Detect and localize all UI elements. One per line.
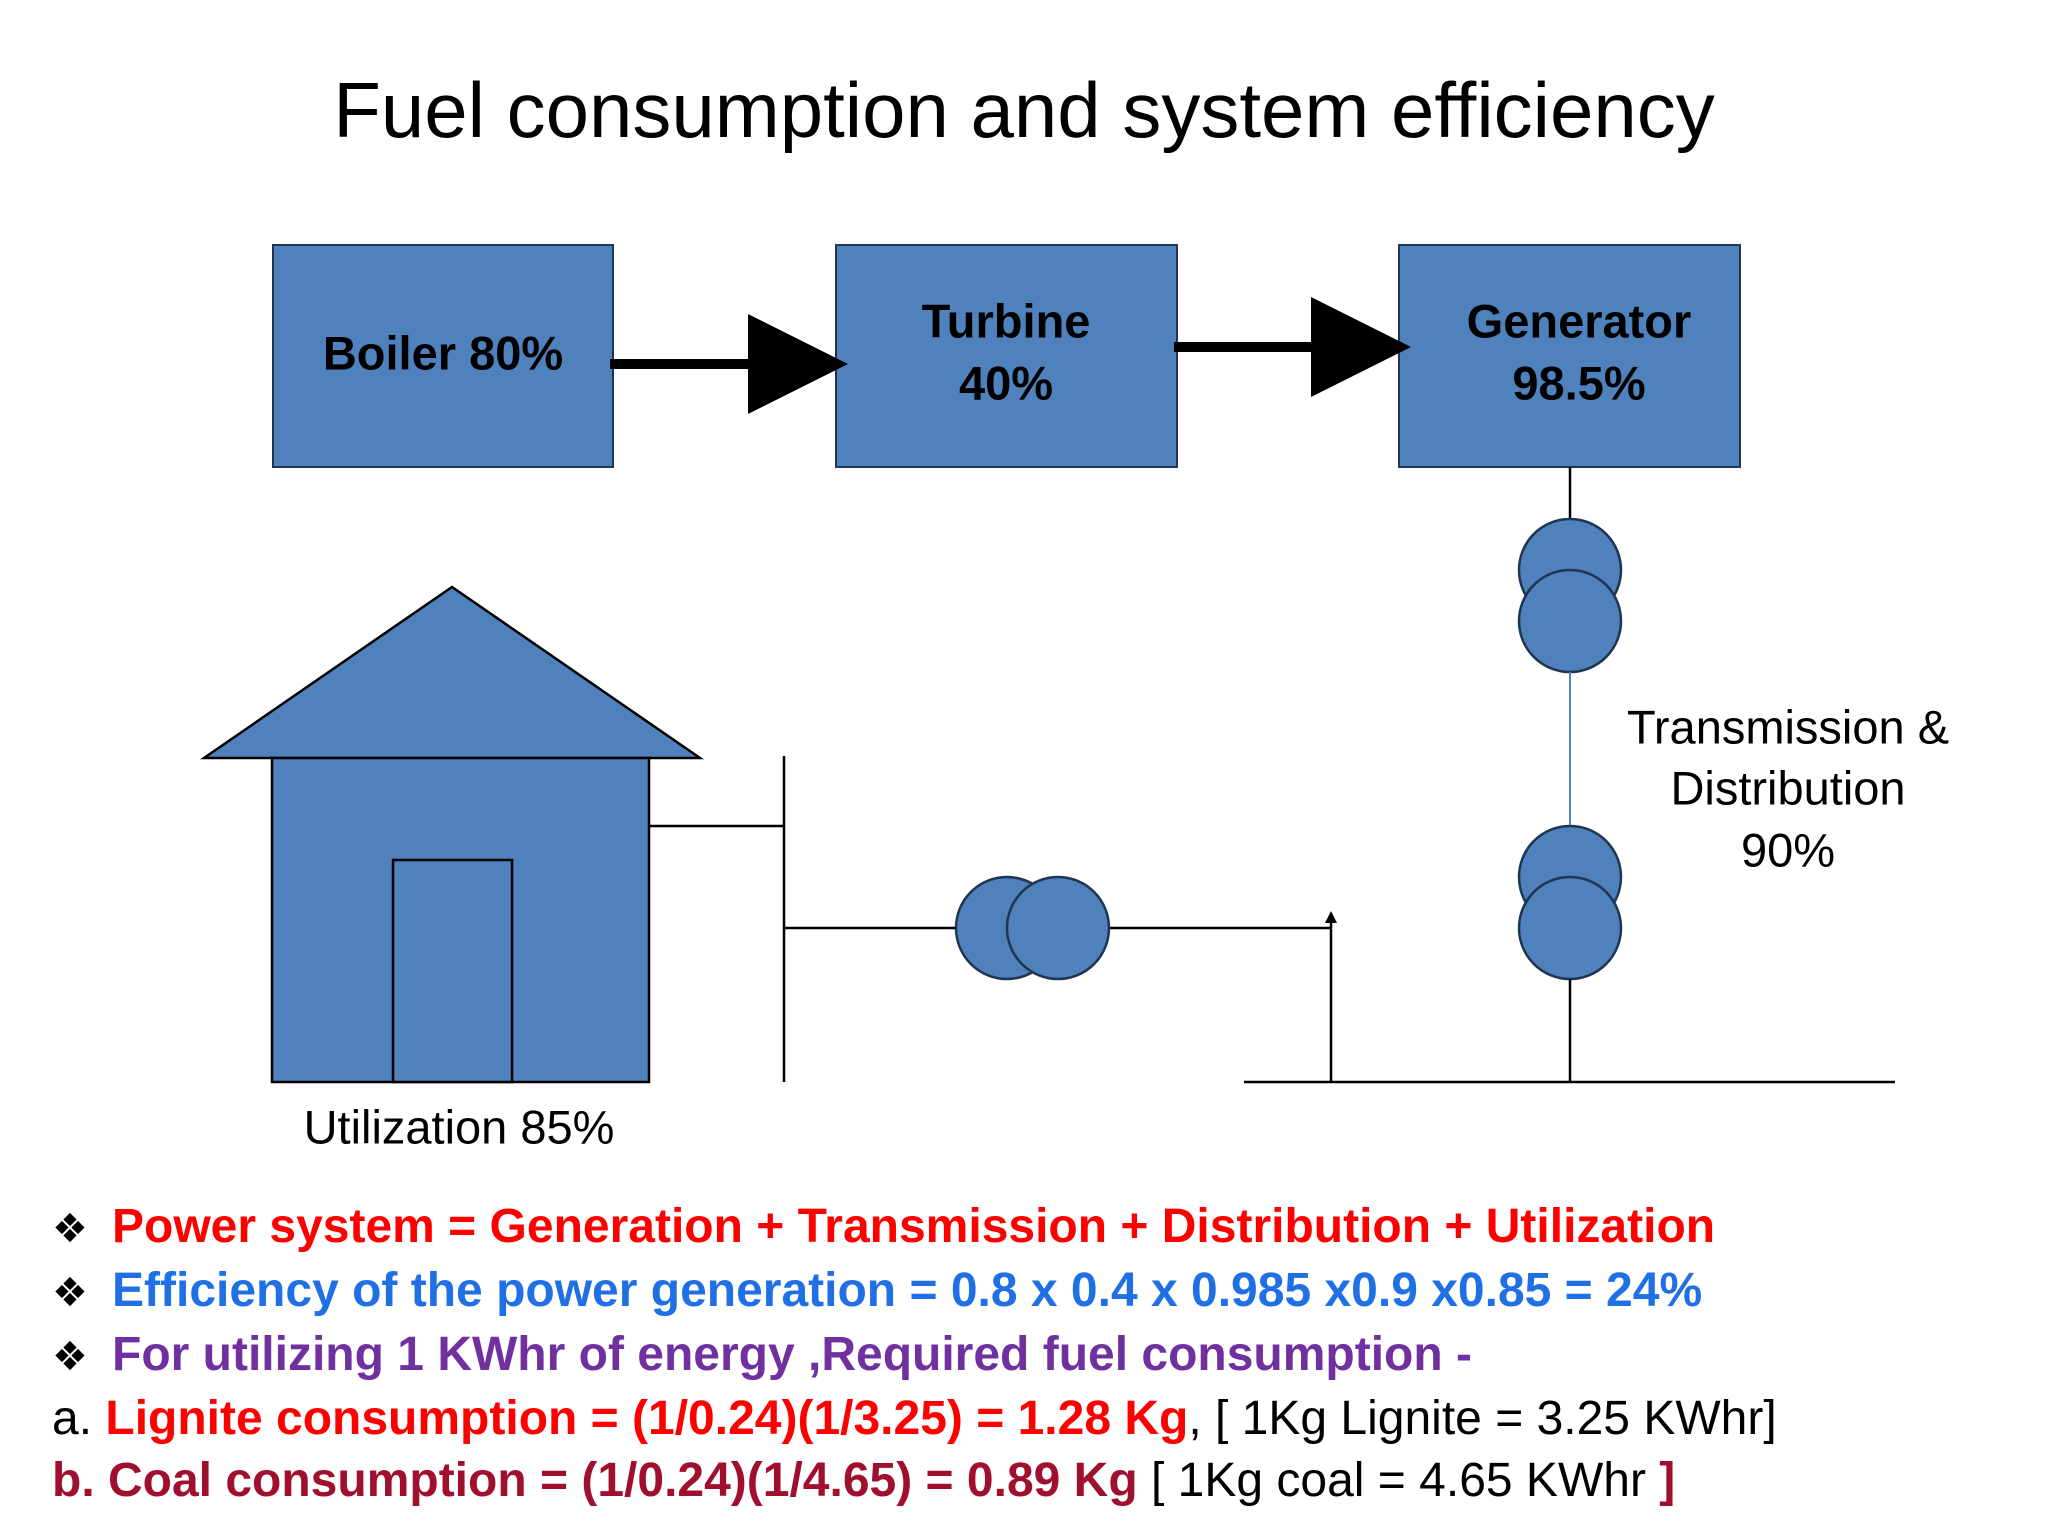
note-lignite-conversion: , [ 1Kg Lignite = 3.25 KWhr] bbox=[1188, 1392, 1777, 1445]
note-coal-formula: b. Coal consumption = (1/0.24)(1/4.65) =… bbox=[52, 1454, 1138, 1507]
note-fuel-consumption: ❖ For utilizing 1 KWhr of energy ,Require… bbox=[52, 1324, 2032, 1388]
note-coal: b. Coal consumption = (1/0.24)(1/4.65) =… bbox=[52, 1450, 2032, 1512]
feeder-riser-arrowhead bbox=[1325, 911, 1337, 923]
generator-label-line2: 98.5% bbox=[1512, 356, 1645, 409]
transformer-upper-coil-b bbox=[1517, 568, 1623, 674]
turbine-box bbox=[835, 244, 1178, 468]
note-power-system: ❖ Power system = Generation + Transmissio… bbox=[52, 1196, 2032, 1260]
note-efficiency: ❖ Efficiency of the power generation = 0.… bbox=[52, 1260, 2032, 1324]
diamond-bullet-icon: ❖ bbox=[52, 1271, 88, 1315]
house-roof bbox=[199, 585, 705, 760]
slide-title: Fuel consumption and system efficiency bbox=[333, 66, 1715, 154]
house-door bbox=[391, 858, 514, 1084]
note-coal-conversion: [ 1Kg coal = 4.65 KWhr bbox=[1137, 1454, 1660, 1507]
diamond-bullet-icon: ❖ bbox=[52, 1335, 88, 1379]
transmission-label-line3: 90% bbox=[1741, 823, 1835, 876]
transmission-label-line2: Distribution bbox=[1670, 761, 1905, 814]
note-lignite-formula: Lignite consumption = (1/0.24)(1/3.25) =… bbox=[105, 1392, 1189, 1445]
utilization-label: Utilization 85% bbox=[304, 1100, 615, 1153]
turbine-label-line2: 40% bbox=[959, 356, 1053, 409]
transmission-label-line1: Transmission & bbox=[1627, 700, 1949, 753]
note-coal-bracket: ] bbox=[1659, 1454, 1676, 1507]
boiler-box bbox=[272, 244, 614, 468]
notes-block: ❖ Power system = Generation + Transmissio… bbox=[52, 1196, 2032, 1512]
note-efficiency-text: Efficiency of the power generation = 0.8… bbox=[112, 1264, 1703, 1317]
diamond-bullet-icon: ❖ bbox=[52, 1207, 88, 1251]
transformer-lower-coil-b bbox=[1517, 875, 1623, 981]
note-lignite-prefix: a. bbox=[52, 1392, 106, 1445]
note-fuel-consumption-text: For utilizing 1 KWhr of energy ,Required… bbox=[112, 1328, 1473, 1381]
boiler-label: Boiler 80% bbox=[323, 326, 563, 379]
note-power-system-text: Power system = Generation + Transmission… bbox=[112, 1200, 1716, 1253]
distribution-transformer-coil-b bbox=[1005, 875, 1111, 981]
generator-label-line1: Generator bbox=[1467, 294, 1692, 347]
note-lignite: a. Lignite consumption = (1/0.24)(1/3.25… bbox=[52, 1388, 2032, 1450]
turbine-label-line1: Turbine bbox=[922, 294, 1091, 347]
